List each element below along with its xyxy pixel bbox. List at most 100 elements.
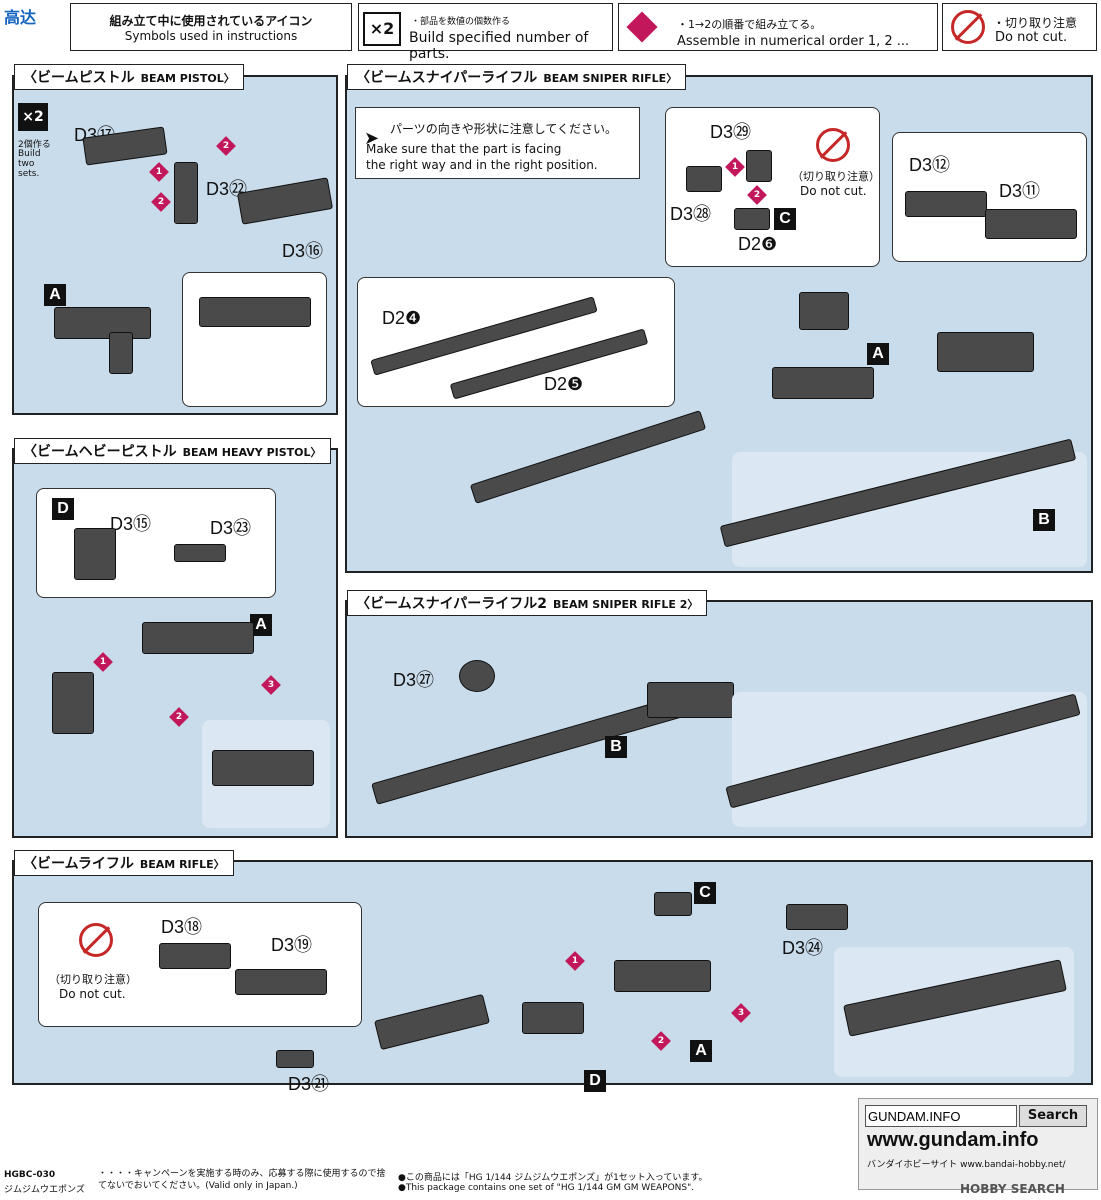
symbols-title-en: Symbols used in instructions bbox=[124, 29, 298, 43]
stock-detail-bubble: D3⑫ D3⑪ bbox=[892, 132, 1087, 262]
nocut-icon bbox=[79, 923, 113, 957]
letter-d: D bbox=[52, 498, 74, 520]
part-d3-23: D3㉓ bbox=[210, 518, 252, 538]
sniper-receiver bbox=[772, 367, 874, 399]
letter-a: A bbox=[867, 343, 889, 365]
nocut-note-ja: （切り取り注意） bbox=[49, 973, 137, 986]
watermark: HOBBY SEARCH bbox=[960, 1182, 1065, 1196]
order-legend: ・1→2の順番で組み立てる。 Assemble in numerical ord… bbox=[618, 3, 938, 51]
beam-rifle-panel: D3⑱ D3⑲ （切り取り注意） Do not cut. D3㉑ C D A 1… bbox=[12, 860, 1093, 1094]
contents-note-en: ●This package contains one set of "HG 1/… bbox=[398, 1183, 695, 1193]
pistol-detail-bubble bbox=[182, 272, 327, 407]
sniper-stock bbox=[937, 332, 1034, 372]
heavy-pistol-body bbox=[142, 622, 254, 654]
beam-rifle-title-ja: 〈ビームライフル bbox=[23, 856, 134, 872]
heavy-pistol-panel: D D3⑮ D3㉓ A 1 2 3 bbox=[12, 448, 338, 838]
step-1-marker: 1 bbox=[149, 162, 169, 182]
search-button[interactable]: Search bbox=[1019, 1105, 1087, 1127]
sniper2-title-en: BEAM SNIPER RIFLE 2〉 bbox=[553, 598, 699, 611]
heavy-pistol-title: 〈ビームヘビーピストル BEAM HEAVY PISTOL〉 bbox=[14, 438, 331, 464]
facing-note-en2: the right way and in the right position. bbox=[366, 158, 598, 172]
facing-note-en1: Make sure that the part is facing bbox=[366, 142, 562, 156]
pistol-assembled-grip bbox=[109, 332, 133, 374]
sniper2-title: 〈ビームスナイパーライフル2 BEAM SNIPER RIFLE 2〉 bbox=[347, 590, 708, 616]
scope-cap bbox=[459, 660, 495, 692]
step-2-marker: 2 bbox=[169, 707, 189, 727]
scope-lens bbox=[686, 166, 722, 192]
sniper-scope bbox=[799, 292, 849, 330]
rifle-scope-part bbox=[654, 892, 692, 916]
part-d3-28: D3㉘ bbox=[670, 204, 712, 224]
x2-text-ja: ・部品を数値の個数作る bbox=[411, 17, 511, 27]
nocut-text-ja: ・切り取り注意 bbox=[993, 16, 1078, 30]
beam-pistol-panel: ×2 2個作る Build two sets. D3⑰ D3㉒ D3⑯ 1 2 … bbox=[12, 75, 338, 415]
x2-note-en: Build two sets. bbox=[18, 149, 41, 179]
stock-insert bbox=[174, 544, 226, 562]
letter-b: B bbox=[1033, 509, 1055, 531]
step-3-marker: 3 bbox=[261, 675, 281, 695]
step-2-marker: 2 bbox=[747, 185, 767, 205]
campaign-note: ・・・・キャンペーンを実施する時のみ、応募する際に使用するので捨てないでおいてく… bbox=[98, 1169, 386, 1191]
product-code: HGBC-030 bbox=[4, 1170, 56, 1180]
sniper2-title-ja: 〈ビームスナイパーライフル2 bbox=[356, 596, 548, 612]
sniper-title-ja: 〈ビームスナイパーライフル bbox=[356, 70, 538, 86]
step-2-marker: 2 bbox=[151, 192, 171, 212]
sniper-rifle-panel: ➤ パーツの向きや形状に注意してください。 Make sure that the… bbox=[345, 75, 1093, 573]
scope-small-part bbox=[734, 208, 770, 230]
letter-a: A bbox=[44, 284, 66, 306]
pistol-half-right bbox=[236, 177, 334, 225]
nocut-icon bbox=[951, 10, 985, 44]
step-1-marker: 1 bbox=[93, 652, 113, 672]
part-d3-11: D3⑪ bbox=[999, 181, 1041, 201]
letter-d: D bbox=[584, 1070, 606, 1092]
search-box-area: Search www.gundam.info バンダイホビーサイト www.ba… bbox=[858, 1098, 1098, 1190]
heavy-pistol-title-en: BEAM HEAVY PISTOL〉 bbox=[182, 446, 322, 459]
rifle-stock bbox=[522, 1002, 584, 1034]
rifle-muzzle bbox=[276, 1050, 314, 1068]
scope-detail-bubble: D3㉙ D3㉘ D2❻ C 1 2 （切り取り注意） Do not cut. bbox=[665, 107, 880, 267]
part-d3-19: D3⑲ bbox=[271, 935, 313, 955]
order-text-en: Assemble in numerical order 1, 2 ... bbox=[677, 34, 910, 49]
barrel-shroud-b bbox=[235, 969, 327, 995]
heavy-pistol-title-ja: 〈ビームヘビーピストル bbox=[23, 444, 177, 460]
x2-legend: ×2 ・部品を数値の個数作る Build specified number of… bbox=[358, 3, 613, 62]
order-step-icon bbox=[626, 11, 658, 43]
rifle-barrel-detail-bubble: D3⑱ D3⑲ （切り取り注意） Do not cut. bbox=[38, 902, 362, 1027]
facing-note-box: ➤ パーツの向きや形状に注意してください。 Make sure that the… bbox=[355, 107, 640, 179]
stock-half-b bbox=[985, 209, 1077, 239]
part-d2-5: D2❺ bbox=[544, 374, 584, 394]
beam-rifle-title-en: BEAM RIFLE〉 bbox=[139, 858, 225, 871]
step-2-marker: 2 bbox=[651, 1031, 671, 1051]
pistol-grip-part bbox=[174, 162, 198, 224]
search-input[interactable] bbox=[865, 1105, 1017, 1127]
part-d3-24: D3㉔ bbox=[782, 938, 824, 958]
nocut-note-en: Do not cut. bbox=[59, 987, 126, 1001]
step-2-marker: 2 bbox=[216, 136, 236, 156]
heavy-stock bbox=[52, 672, 94, 734]
part-d3-16: D3⑯ bbox=[282, 241, 324, 261]
gundam-info-url[interactable]: www.gundam.info bbox=[867, 1129, 1039, 1151]
part-d3-12: D3⑫ bbox=[909, 155, 951, 175]
contents-note-ja: ●この商品には「HG 1/144 ジムジムウエポンズ」が1セット入っています。 bbox=[398, 1173, 708, 1183]
nocut-icon bbox=[816, 128, 850, 162]
pistol-detail-body bbox=[199, 297, 311, 327]
letter-a: A bbox=[250, 614, 272, 636]
part-d3-27: D3㉗ bbox=[393, 670, 435, 690]
barrel-detail-bubble: D2❹ D2❺ bbox=[357, 277, 675, 407]
beam-rifle-title: 〈ビームライフル BEAM RIFLE〉 bbox=[14, 850, 234, 876]
x2-text-en: Build specified number of parts. bbox=[409, 30, 589, 62]
symbols-legend: 組み立て中に使用されているアイコン Symbols used in instru… bbox=[70, 3, 352, 51]
step-3-marker: 3 bbox=[731, 1003, 751, 1023]
nocut-legend: ・切り取り注意 Do not cut. bbox=[942, 3, 1097, 51]
bandai-hobby-url[interactable]: バンダイホビーサイト www.bandai-hobby.net/ bbox=[867, 1160, 1066, 1170]
rifle-rear-part bbox=[786, 904, 848, 930]
step-1-marker: 1 bbox=[565, 951, 585, 971]
rifle-receiver bbox=[614, 960, 711, 992]
part-d3-22: D3㉒ bbox=[206, 179, 248, 199]
sniper-rifle-2-panel: D3㉗ B bbox=[345, 600, 1093, 838]
pistol-assembled bbox=[54, 307, 151, 339]
letter-a: A bbox=[690, 1040, 712, 1062]
nocut-text-en: Do not cut. bbox=[995, 30, 1068, 45]
x2-badge: ×2 bbox=[18, 103, 48, 131]
